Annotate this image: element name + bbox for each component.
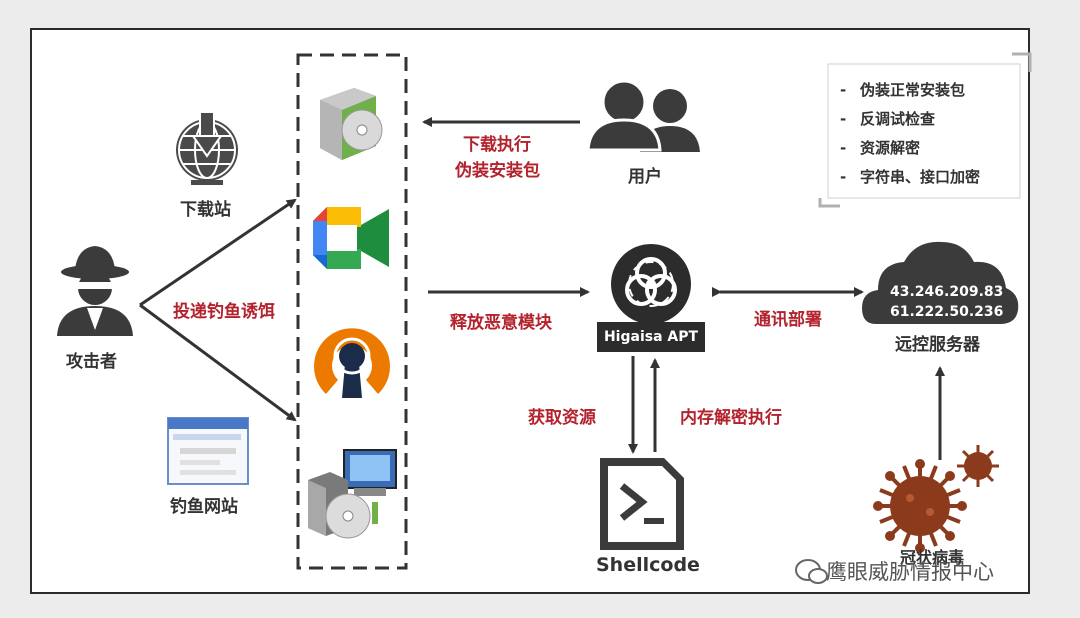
phishing-browser-icon <box>168 418 248 484</box>
installer-box-icon <box>320 88 382 160</box>
release-module-label: 释放恶意模块 <box>450 308 552 333</box>
c2-server-label: 远控服务器 <box>895 330 980 355</box>
get-resource-label: 获取资源 <box>528 403 596 428</box>
google-meet-icon <box>313 207 389 269</box>
virus-icon <box>873 445 999 553</box>
setup-computer-icon <box>308 450 396 538</box>
openvpn-icon <box>314 328 390 398</box>
mem-decrypt-label: 内存解密执行 <box>680 403 782 428</box>
comm-deploy-label: 通讯部署 <box>754 305 822 330</box>
deliver-bait-label: 投递钓鱼诱饵 <box>173 297 275 322</box>
feature-item: -反调试检查 <box>840 105 980 134</box>
feature-item: -字符串、接口加密 <box>840 163 980 192</box>
wechat-icon <box>796 560 827 583</box>
phishing-site-label: 钓鱼网站 <box>170 492 238 517</box>
user-label: 用户 <box>628 162 662 187</box>
feature-item: -资源解密 <box>840 134 980 163</box>
feature-list: -伪装正常安装包 -反调试检查 -资源解密 -字符串、接口加密 <box>840 76 980 192</box>
watermark-text: 鹰眼威胁情报中心 <box>826 556 994 586</box>
arrow-to-phishing <box>140 305 295 420</box>
disguised-installer-label: 伪装安装包 <box>455 156 540 181</box>
globe-download-icon <box>176 112 238 185</box>
biohazard-icon <box>611 244 691 324</box>
c2-ip-2: 61.222.50.236 <box>890 304 1003 320</box>
feature-note-box: -伪装正常安装包 -反调试检查 -资源解密 -字符串、接口加密 <box>820 62 1020 202</box>
attacker-label: 攻击者 <box>66 347 117 372</box>
feature-item: -伪装正常安装包 <box>840 76 980 105</box>
shellcode-label: Shellcode <box>596 554 700 576</box>
download-exec-label: 下载执行 <box>463 130 531 155</box>
download-site-label: 下载站 <box>180 195 231 220</box>
c2-ip-1: 43.246.209.83 <box>890 284 1003 300</box>
powershell-icon <box>600 458 684 550</box>
users-icon <box>588 81 700 152</box>
apt-name-label: Higaisa APT <box>597 322 705 352</box>
hacker-icon <box>57 246 133 336</box>
